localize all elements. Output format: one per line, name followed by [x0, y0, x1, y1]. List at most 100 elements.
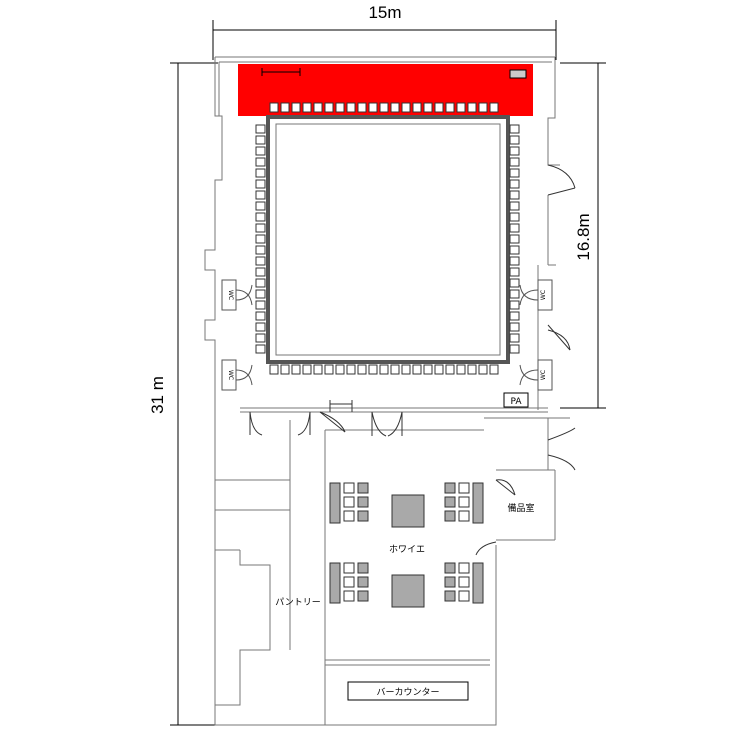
seat [444, 482, 456, 494]
chair [509, 300, 520, 310]
dimension-width [212, 20, 557, 60]
chair [346, 364, 356, 375]
width-label: 15m [368, 3, 401, 22]
stool [458, 482, 470, 494]
chair [379, 102, 389, 113]
chair [255, 146, 266, 156]
height-label: 31 m [148, 376, 167, 414]
chair [280, 364, 290, 375]
chair [255, 135, 266, 145]
foyer-table-upper [391, 494, 425, 528]
sofa [472, 562, 484, 604]
chair [255, 311, 266, 321]
chair [255, 234, 266, 244]
chair [509, 157, 520, 167]
chair [255, 179, 266, 189]
chair [509, 322, 520, 332]
chair [390, 364, 400, 375]
chair [478, 364, 488, 375]
stool [343, 590, 355, 602]
chair [434, 364, 444, 375]
chair [335, 102, 345, 113]
chair [291, 102, 301, 113]
walls [204, 56, 570, 726]
chair [509, 179, 520, 189]
chair [509, 135, 520, 145]
chair [255, 267, 266, 277]
seat [357, 590, 369, 602]
chair [269, 102, 279, 113]
chair [509, 212, 520, 222]
chair [255, 278, 266, 288]
chair [456, 364, 466, 375]
pa-box [503, 392, 529, 408]
stool [458, 562, 470, 574]
chair [509, 124, 520, 134]
chair [509, 245, 520, 255]
chair [346, 102, 356, 113]
chair [379, 364, 389, 375]
chair [255, 333, 266, 343]
pantry-label: パントリー [275, 597, 320, 608]
table-ring-inner [275, 123, 501, 356]
foyer-label: ホワイエ [389, 544, 425, 555]
hall-height-label: 16.8m [574, 213, 593, 260]
chair [324, 364, 334, 375]
chair [255, 245, 266, 255]
chair [489, 102, 499, 113]
seat [357, 562, 369, 574]
chair [313, 102, 323, 113]
sofa [329, 562, 341, 604]
bar-counter-label: バーカウンター [376, 687, 439, 698]
chair [423, 364, 433, 375]
foyer-furniture [329, 482, 484, 604]
chair [302, 364, 312, 375]
chair [509, 201, 520, 211]
wc-right-upper: WC [519, 279, 553, 311]
seat [444, 562, 456, 574]
chair [412, 364, 422, 375]
chair [255, 201, 266, 211]
chair [434, 102, 444, 113]
chair [489, 364, 499, 375]
chair [255, 300, 266, 310]
wc-left-lower: WC [221, 359, 253, 391]
chair [255, 157, 266, 167]
sofa [329, 482, 341, 524]
foyer-table-lower [391, 574, 425, 608]
chair [390, 102, 400, 113]
chair [255, 212, 266, 222]
hall-table-ring [255, 102, 520, 375]
wc-left-upper: WC [221, 279, 253, 311]
doors [249, 164, 576, 556]
chair [509, 333, 520, 343]
wc-label: WC [540, 370, 547, 380]
stool [458, 510, 470, 522]
chair [509, 234, 520, 244]
chair [401, 102, 411, 113]
sofa [472, 482, 484, 524]
chair [509, 256, 520, 266]
seat [357, 482, 369, 494]
seat [357, 496, 369, 508]
pa-label: PA [510, 397, 522, 407]
seat [357, 510, 369, 522]
chair [302, 102, 312, 113]
chair [509, 344, 520, 354]
chair [509, 267, 520, 277]
wc-label: WC [227, 290, 234, 300]
wc-right-lower: WC [519, 359, 553, 391]
seat [444, 496, 456, 508]
stool [343, 576, 355, 588]
chair [509, 278, 520, 288]
chair [509, 223, 520, 233]
chair [445, 364, 455, 375]
table-ring-frame [266, 115, 510, 364]
chair [255, 344, 266, 354]
chair [335, 364, 345, 375]
stool [343, 562, 355, 574]
bar-counter [347, 681, 469, 701]
stool [458, 496, 470, 508]
seat [444, 510, 456, 522]
